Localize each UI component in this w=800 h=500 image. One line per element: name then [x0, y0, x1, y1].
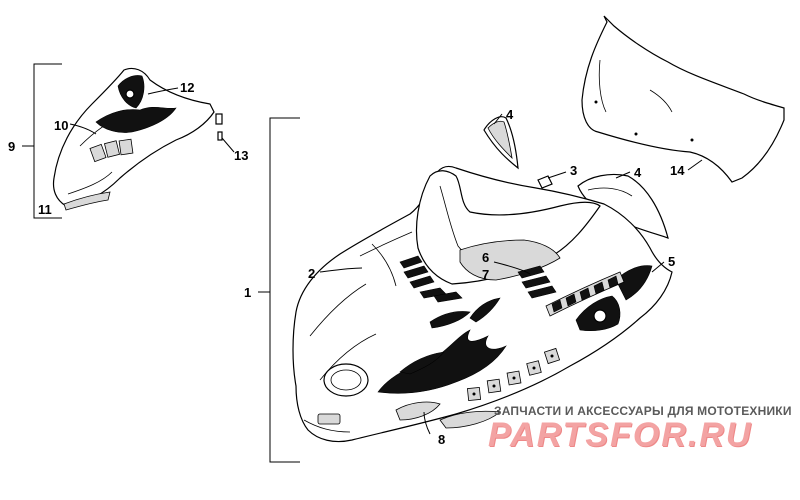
- flame-decal: [377, 297, 507, 394]
- windshield: [581, 15, 785, 183]
- callout-5: 5: [668, 254, 675, 269]
- callout-7: 7: [482, 267, 489, 282]
- callout-1: 1: [244, 285, 251, 300]
- callout-6: 6: [482, 250, 489, 265]
- watermark-subtitle: ЗАПЧАСТИ И АКСЕССУАРЫ ДЛЯ МОТОТЕХНИКИ: [494, 404, 792, 418]
- callout-labels: 1 2 3 4 4 5 6 7 8 9 10 11 12 13 14: [8, 80, 685, 447]
- skull-dice-decal: [466, 265, 653, 402]
- callout-2: 2: [308, 266, 315, 281]
- side-mirror-left: [483, 116, 519, 170]
- hood-vent-louvres: [399, 255, 557, 303]
- callout-9: 9: [8, 139, 15, 154]
- callout-4-top: 4: [506, 107, 514, 122]
- callout-8: 8: [438, 432, 445, 447]
- callout-4-right: 4: [634, 165, 642, 180]
- watermark-brand: PARTSFOR.RU: [488, 416, 753, 454]
- callout-14: 14: [670, 163, 685, 178]
- callout-10: 10: [54, 118, 68, 133]
- callout-3: 3: [570, 163, 577, 178]
- dash-panel-inset: [52, 67, 223, 211]
- callout-11: 11: [38, 202, 52, 217]
- leader-lines: [22, 63, 703, 463]
- callout-13: 13: [234, 148, 248, 163]
- hood-assembly: [292, 165, 673, 443]
- callout-12: 12: [180, 80, 194, 95]
